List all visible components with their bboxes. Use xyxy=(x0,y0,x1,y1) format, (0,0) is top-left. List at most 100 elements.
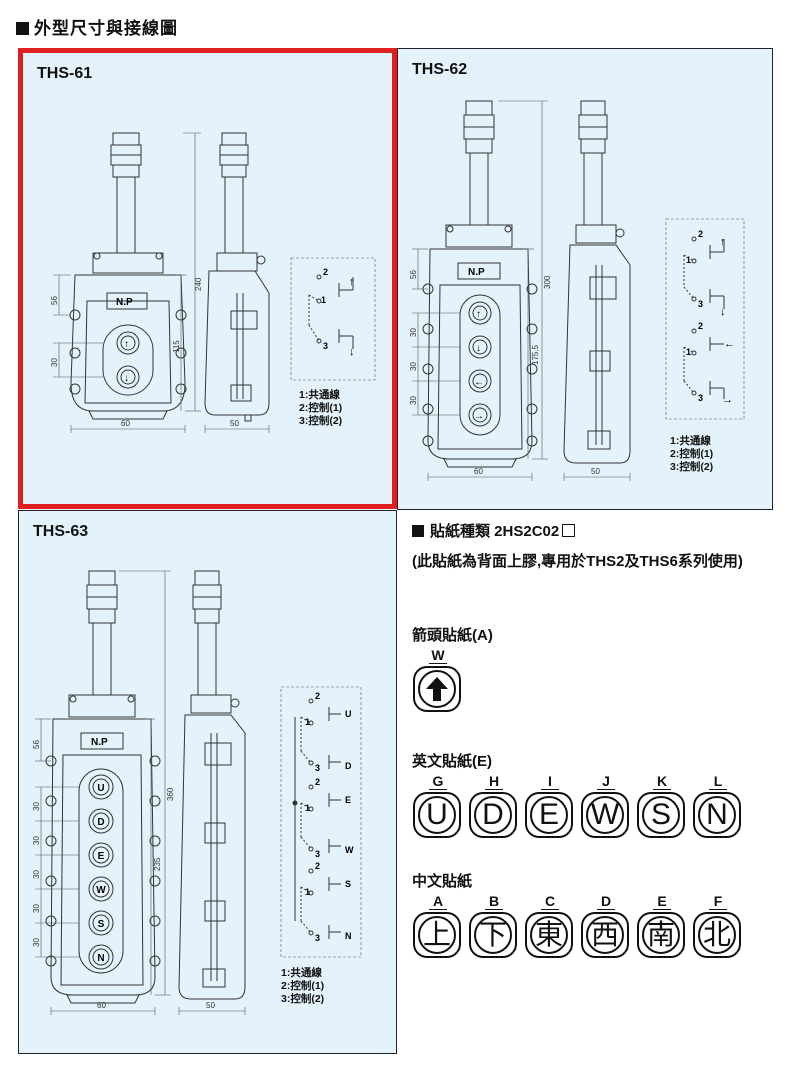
dim-60: 60 xyxy=(97,1001,106,1010)
wire-label: 3 xyxy=(315,763,320,773)
dim-60: 60 xyxy=(474,467,483,476)
up-arrow-icon: ↑ xyxy=(124,339,129,350)
dim-56: 56 xyxy=(50,296,59,305)
wiring-diagram: 2 1 3 ↑ ↓ xyxy=(290,257,376,381)
dim-56: 56 xyxy=(409,270,418,279)
np-label: N.P xyxy=(468,267,485,278)
wire-label: 2 xyxy=(698,229,703,239)
dimension-lines xyxy=(412,100,631,481)
wiring-legend: 1:共通線 2:控制(1) 3:控制(2) xyxy=(670,435,714,473)
dim-240: 240 xyxy=(194,277,203,291)
ths-61-drawing: N.P ↑ ↓ 240 115 56 3 xyxy=(50,132,376,433)
dim-30: 30 xyxy=(32,938,41,947)
np-label: N.P xyxy=(91,737,108,748)
dim-115: 115 xyxy=(172,340,181,353)
wire-label: 1 xyxy=(321,295,326,305)
dim-60: 60 xyxy=(121,419,130,428)
dim-56: 56 xyxy=(32,740,41,749)
dim-30: 30 xyxy=(32,870,41,879)
dim-50: 50 xyxy=(230,419,239,428)
side-view xyxy=(178,570,246,1000)
button-label: E xyxy=(98,851,105,862)
wire-label: 1 xyxy=(305,887,310,897)
button-label: D xyxy=(97,817,104,828)
down-arrow-icon: ↓ xyxy=(476,343,481,354)
wire-label: 2 xyxy=(323,267,328,277)
arrow-sticker-row: W xyxy=(413,648,463,712)
panel-title: THS-62 xyxy=(412,61,468,78)
wire-label: 2 xyxy=(315,777,320,787)
dim-30: 30 xyxy=(32,904,41,913)
dim-30: 30 xyxy=(409,396,418,405)
sticker-info: 貼紙種類 2HS2C02 (此貼紙為背面上膠,專用於THS2及THS6系列使用) xyxy=(412,520,792,574)
front-view xyxy=(45,570,161,1004)
front-view xyxy=(422,100,538,468)
switch-label: U xyxy=(345,709,352,719)
square-bullet-icon xyxy=(16,22,29,35)
sticker-arrow: W xyxy=(413,648,463,712)
up-arrow-icon: ↑ xyxy=(349,276,355,288)
dim-30: 30 xyxy=(32,836,41,845)
button-label: U xyxy=(97,783,104,794)
front-view xyxy=(69,132,187,420)
wire-label: 3 xyxy=(698,393,703,403)
english-sticker-title: 英文貼紙(E) xyxy=(412,753,492,770)
arrow-sticker-title: 箭頭貼紙(A) xyxy=(412,627,493,644)
wire-label: 1 xyxy=(686,347,691,357)
dimension-lines xyxy=(35,570,246,1015)
button-label: S xyxy=(98,919,105,930)
wiring-diagram: 2 1 3 2 1 3 2 1 3 U D E W S N xyxy=(280,686,362,958)
wire-label: 3 xyxy=(315,933,320,943)
panel-ths-63: THS-63 N.P U xyxy=(18,510,397,1054)
dim-50: 50 xyxy=(206,1001,215,1010)
button-label: W xyxy=(96,885,106,896)
ths-63-drawing: N.P U D E W S N xyxy=(32,570,362,1015)
left-arrow-icon: ← xyxy=(724,338,735,350)
wire-label: 1 xyxy=(686,255,691,265)
panel-ths-61: THS-61 N.P ↑ ↓ xyxy=(18,48,397,509)
panel-title: THS-63 xyxy=(33,523,89,540)
side-view xyxy=(204,132,270,422)
wire-label: 1 xyxy=(305,717,310,727)
wire-label: 2 xyxy=(698,321,703,331)
switch-label: S xyxy=(345,879,351,889)
down-arrow-icon: ↓ xyxy=(124,373,129,384)
panel-ths-62: THS-62 N.P ↑ ↓ ← → xyxy=(397,48,773,510)
dim-30: 30 xyxy=(409,328,418,337)
wire-label: 3 xyxy=(315,849,320,859)
checkbox-square-icon xyxy=(562,524,576,537)
down-arrow-icon: ↓ xyxy=(349,346,355,358)
right-arrow-icon: → xyxy=(474,411,484,422)
dim-175-5: 175.5 xyxy=(531,344,540,365)
wire-label: 3 xyxy=(698,299,703,309)
dim-30: 30 xyxy=(50,358,59,367)
button-label: N xyxy=(97,953,104,964)
dim-360: 360 xyxy=(166,787,175,801)
sticker-note: (此貼紙為背面上膠,專用於THS2及THS6系列使用) xyxy=(412,553,743,570)
wiring-diagram: 2 1 3 2 1 3 ↑ ↓ ← → xyxy=(665,218,745,420)
dim-300: 300 xyxy=(543,275,552,289)
wire-label: 1 xyxy=(305,803,310,813)
right-arrow-icon: → xyxy=(722,394,733,406)
panel-title: THS-61 xyxy=(37,65,93,82)
up-arrow-icon xyxy=(426,677,448,701)
square-bullet-icon xyxy=(412,525,424,537)
dimension-lines xyxy=(53,132,270,433)
wire-label: 2 xyxy=(315,691,320,701)
dim-30: 30 xyxy=(409,362,418,371)
down-arrow-icon: ↓ xyxy=(720,306,726,318)
switch-labels: U D E W S N xyxy=(345,709,354,941)
switch-label: W xyxy=(345,845,354,855)
